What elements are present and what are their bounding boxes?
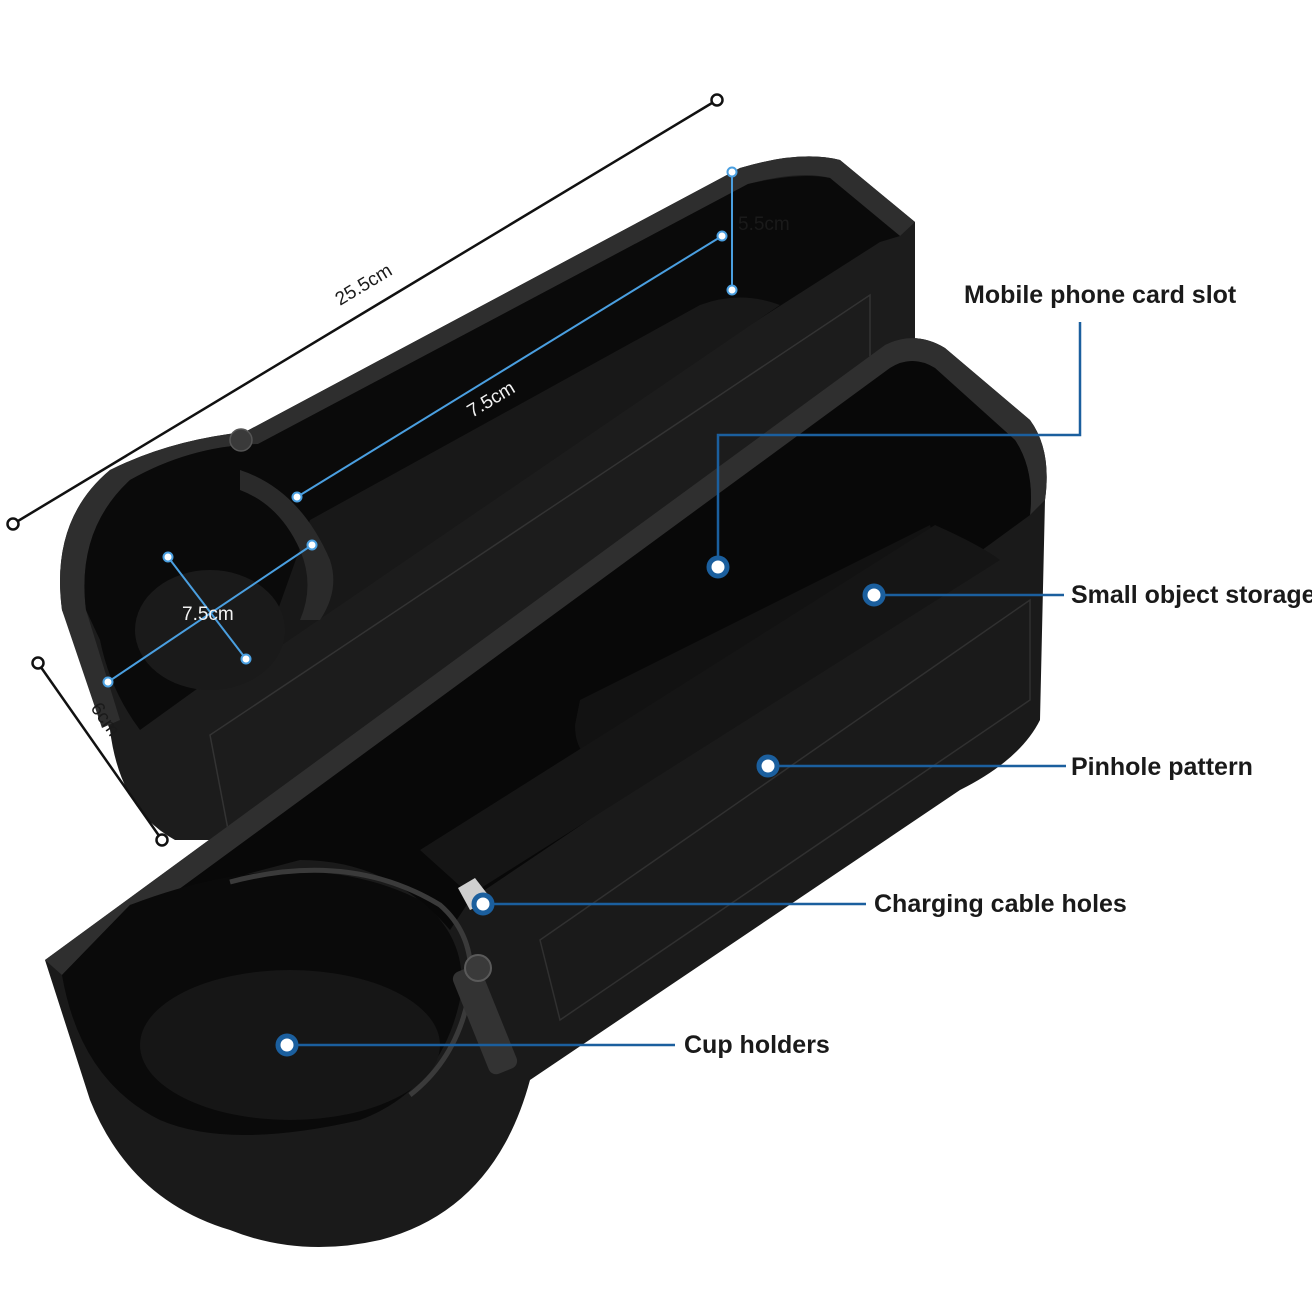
slot-dimension-end-a: [291, 491, 303, 503]
phone-slot-leader: [716, 322, 1082, 567]
front-hinge-knob: [464, 954, 492, 982]
cable-holes-label: Charging cable holes: [874, 890, 1127, 918]
cup-holders-dot: [275, 1033, 299, 1057]
cup-dimension-label: 7.5cm: [182, 604, 234, 625]
depth-dimension-end-a: [726, 166, 738, 178]
back-slot-floor: [260, 297, 780, 660]
cup-dimension-end-d: [240, 653, 252, 665]
width-dimension-line: [36, 662, 164, 841]
back-cup-divider: [240, 470, 334, 620]
slot-dimension-line: [296, 235, 723, 498]
length-dimension-label: 25.5cm: [332, 260, 396, 310]
width-dimension-end-b: [155, 833, 169, 847]
cup-dimension-end-a: [102, 676, 114, 688]
length-dimension-line: [12, 98, 718, 526]
cup-dimension-end-c: [162, 551, 174, 563]
front-organizer-interior: [62, 361, 1031, 975]
pinhole-label: Pinhole pattern: [1071, 753, 1253, 781]
cup-dimension-end-b: [306, 539, 318, 551]
slot-dimension-end-b: [716, 230, 728, 242]
back-cup-floor: [135, 570, 285, 690]
front-organizer: [45, 338, 1047, 1248]
storage-dot: [862, 583, 886, 607]
phone-slot-label: Mobile phone card slot: [964, 281, 1237, 309]
pinhole-dot: [756, 754, 780, 778]
cup-dimension-line-cross: [167, 556, 247, 660]
depth-dimension-label: 5.5cm: [738, 214, 790, 235]
storage-floor: [420, 525, 1000, 895]
storage-label: Small object storage: [1071, 581, 1312, 609]
callouts: Mobile phone card slot Small object stor…: [275, 281, 1312, 1059]
front-cup-rim: [229, 867, 474, 1097]
length-dimension-end-a: [6, 517, 20, 531]
phone-slot-dot: [706, 555, 730, 579]
length-dimension-end-b: [710, 93, 724, 107]
cable-holes-dot: [471, 892, 495, 916]
depth-dimension-end-b: [726, 284, 738, 296]
back-hinge-knob: [229, 428, 253, 452]
front-hinge: [452, 965, 518, 1075]
width-dimension-end-a: [31, 656, 45, 670]
front-side-panel: [539, 598, 1031, 1022]
cup-holders-label: Cup holders: [684, 1031, 830, 1059]
